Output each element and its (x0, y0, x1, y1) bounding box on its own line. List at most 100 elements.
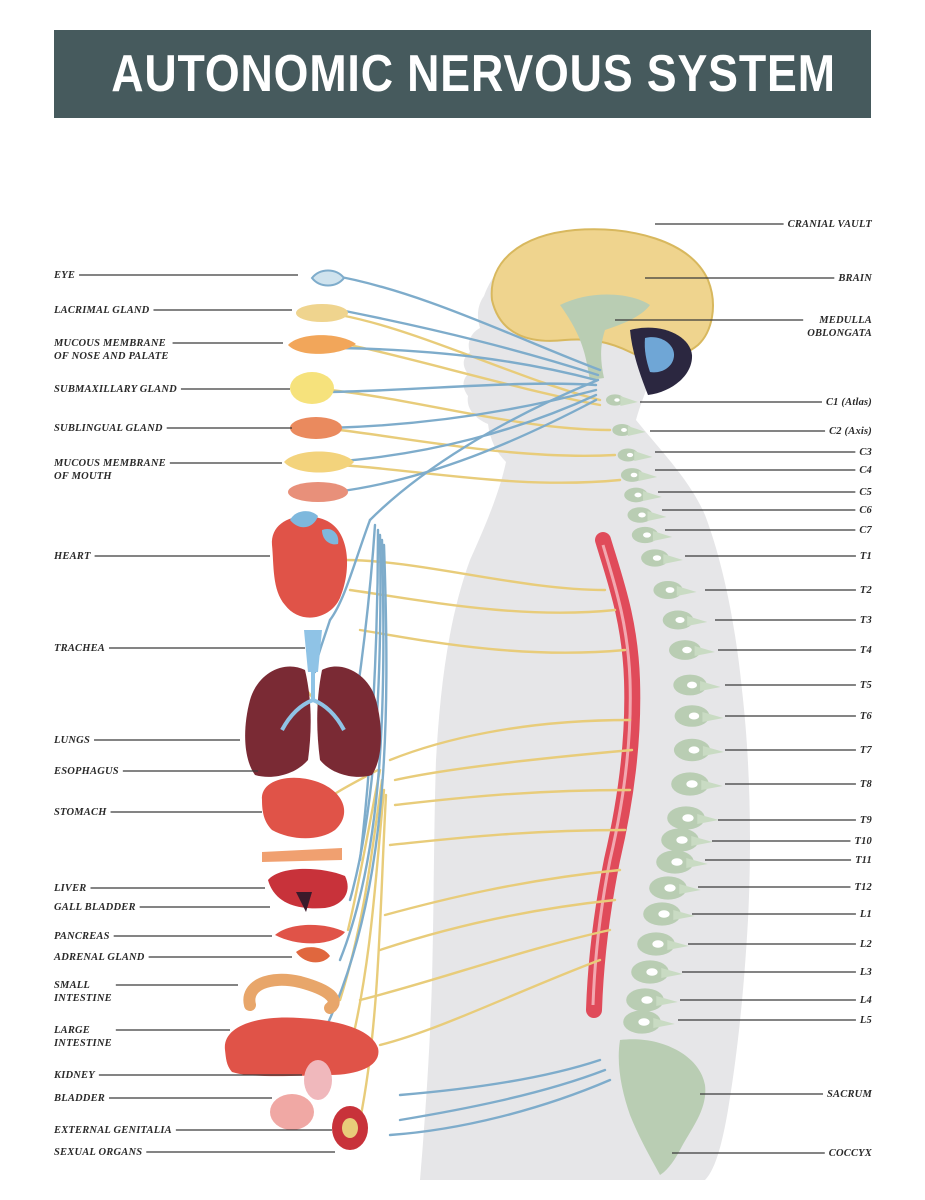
parasympathetic-nerve-fiber (318, 543, 388, 1042)
vertebra-foramen (688, 746, 700, 754)
vertebra-foramen (646, 968, 658, 976)
vertebra-foramen (688, 712, 700, 720)
stomach-organ (261, 777, 345, 862)
leader-lines (79, 223, 856, 1154)
sympathetic-nerve-fiber (358, 793, 388, 1122)
parasympathetic-nerve-fiber (328, 518, 372, 622)
parasympathetic-nerve-fiber (338, 538, 385, 962)
sympathetic-nerve-fiber (348, 343, 602, 407)
vertebra-foramen (671, 858, 683, 866)
sympathetic-nerve-fiber (378, 898, 617, 952)
vertebra-foramen (652, 940, 664, 948)
vertebra-process (653, 1018, 675, 1028)
spinal-cord-inner (591, 544, 632, 1006)
sympathetic-nerve-fiber (343, 558, 607, 592)
parasympathetic-nerve-fiber (388, 1078, 612, 1137)
vertebra-process (702, 746, 725, 756)
bladder-organ (270, 1094, 314, 1130)
parasympathetic-nerve-fiber (328, 388, 598, 430)
mouth-membrane-lower-organ (288, 482, 348, 502)
vertebra-foramen (675, 616, 685, 624)
vertebra-process (638, 471, 658, 481)
vertebra-process (676, 586, 697, 596)
medulla-highlight (644, 337, 675, 373)
vertebra-foramen (621, 428, 627, 432)
sympathetic-nerve-fiber (393, 748, 634, 782)
vertebra-process (620, 396, 638, 406)
vertebra-process (647, 511, 667, 521)
vertebra-process (694, 646, 715, 656)
vertebra-process (652, 531, 673, 541)
large-intestine-organ (224, 1017, 379, 1077)
vertebra-process (679, 884, 701, 894)
vertebra-foramen (634, 492, 642, 498)
parasympathetic-nerve-fiber (338, 346, 598, 382)
parasympathetic-nerve-fiber (328, 393, 598, 464)
parasympathetic-nerve-fiber (368, 378, 600, 522)
vertebra-foramen (665, 587, 675, 593)
vertebra-process (634, 451, 653, 461)
trachea-organ (304, 630, 322, 672)
sympathetic-nerve-fiber (358, 928, 612, 1002)
title-banner: AUTONOMIC NERVOUS SYSTEM (54, 30, 871, 118)
sympathetic-nerve-fiber (338, 463, 622, 484)
vertebra-process (702, 712, 724, 722)
vertebra-process (643, 491, 662, 501)
nose-membrane-organ (288, 335, 356, 354)
vertebra-process (687, 616, 708, 626)
vertebra-process (627, 426, 646, 436)
vertebra-foramen (682, 646, 692, 654)
sympathetic-nerve-fiber (328, 388, 612, 432)
parasympathetic-nerve-fiber (328, 273, 602, 372)
vertebra-process (691, 836, 713, 846)
vertebra-foramen (641, 996, 653, 1004)
kidney-organ (304, 1060, 332, 1100)
vertebra-process (656, 996, 678, 1006)
vertebra-process (701, 780, 723, 790)
genitalia-organ (332, 1106, 368, 1150)
sympathetic-nerve-fiber (388, 718, 632, 762)
lacrimal-gland-organ (296, 304, 348, 322)
vertebra-foramen (652, 555, 662, 561)
sympathetic-nerve-fiber (348, 788, 386, 1052)
sympathetic-nerve-fiber (378, 958, 602, 1047)
vertebra-process (673, 910, 695, 920)
adrenal-gland-organ (296, 947, 330, 963)
mouth-membrane-organ (284, 451, 354, 473)
vertebra-process (667, 940, 689, 950)
page-title: AUTONOMIC NERVOUS SYSTEM (111, 45, 836, 103)
parasympathetic-nerve-fiber (338, 308, 600, 377)
parasympathetic-nerve-fiber (398, 1068, 607, 1122)
sympathetic-nerve-fiber (358, 628, 627, 654)
parasympathetic-nerve-fiber (333, 398, 598, 494)
vertebra-foramen (643, 532, 651, 538)
sublingual-gland-organ (290, 417, 342, 439)
vertebra-foramen (638, 1018, 650, 1026)
sympathetic-nerve-fiber (338, 428, 617, 457)
vertebra-foramen (638, 512, 646, 518)
parasympathetic-nerve-fiber (328, 382, 598, 394)
sympathetic-nerve-fiber (393, 788, 632, 807)
spinal-cord (586, 532, 641, 1018)
vertebra-foramen (630, 472, 638, 478)
vertebra-foramen (682, 814, 694, 822)
vertebra-foramen (626, 452, 634, 458)
brainstem (560, 294, 650, 380)
vertebra-foramen (676, 836, 688, 844)
vertebra-foramen (658, 910, 670, 918)
parasympathetic-nerve-fiber (398, 1058, 602, 1097)
lungs-organ (245, 666, 381, 777)
vertebra-process (661, 968, 683, 978)
vertebra-process (663, 554, 683, 564)
sympathetic-nerve-fiber (388, 828, 627, 847)
vertebra-foramen (686, 681, 698, 689)
submaxillary-gland-organ (290, 372, 334, 404)
eye-organ (310, 269, 346, 287)
vertebra-process (700, 681, 721, 691)
vertebra-process (697, 814, 719, 824)
vertebra-foramen (664, 884, 676, 892)
sympathetic-nerve-fiber (383, 868, 622, 917)
sacrum (618, 1039, 706, 1175)
vertebral-column (606, 394, 725, 1034)
